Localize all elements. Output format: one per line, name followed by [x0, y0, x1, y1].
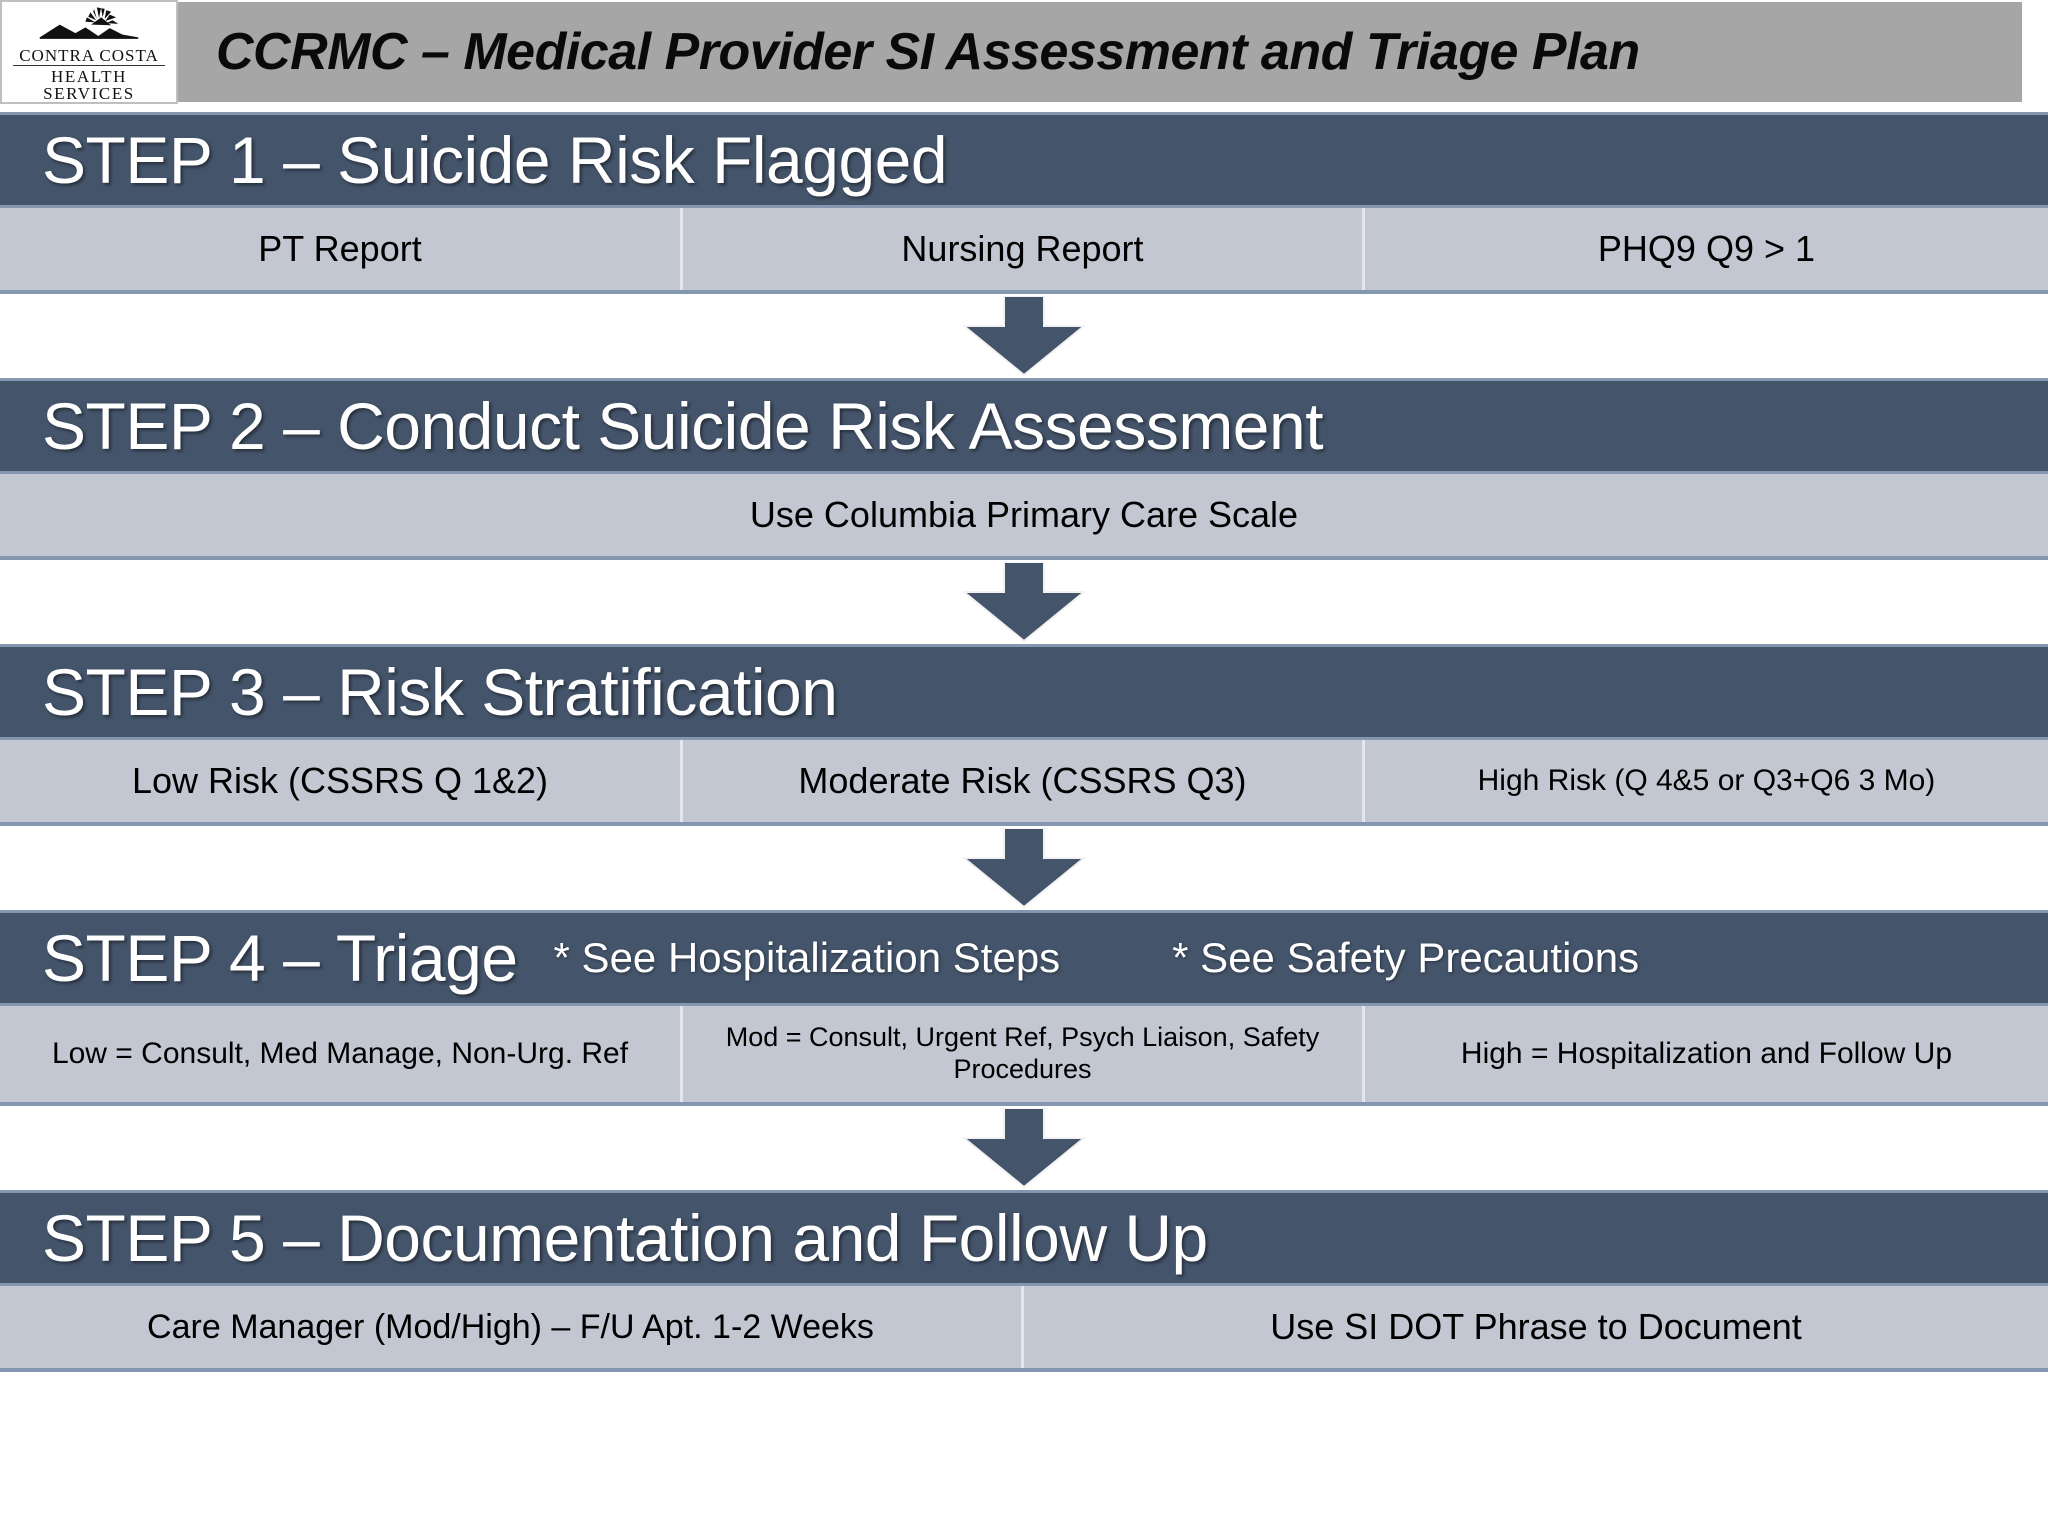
step-block-3: STEP 3 – Risk Stratification Low Risk (C…: [0, 644, 2048, 826]
down-arrow-icon: [963, 562, 1085, 642]
step-detail-row-4: Low = Consult, Med Manage, Non-Urg. Ref …: [0, 1006, 2048, 1106]
step-header-3: STEP 3 – Risk Stratification: [0, 644, 2048, 740]
step3-cell-high-risk[interactable]: High Risk (Q 4&5 or Q3+Q6 3 Mo): [1477, 764, 1936, 798]
down-arrow-icon: [963, 1108, 1085, 1188]
step5-cell-care-manager[interactable]: Care Manager (Mod/High) – F/U Apt. 1-2 W…: [0, 1286, 1024, 1368]
step3-cell-moderate-risk[interactable]: Moderate Risk (CSSRS Q3): [683, 740, 1365, 822]
step-header-2: STEP 2 – Conduct Suicide Risk Assessment: [0, 378, 2048, 474]
step-title-3: STEP 3 – Risk Stratification: [42, 655, 838, 729]
page-header: CONTRA COSTA HEALTH SERVICES CCRMC – Med…: [0, 0, 2048, 112]
step-header-4: STEP 4 – Triage * See Hospitalization St…: [0, 910, 2048, 1006]
step-detail-row-1: PT Report Nursing Report PHQ9 Q9 > 1: [0, 208, 2048, 294]
step3-cell-low-risk[interactable]: Low Risk (CSSRS Q 1&2): [0, 740, 683, 822]
step1-cell-pt-report[interactable]: PT Report: [0, 208, 683, 290]
connector-4-to-5: [0, 1106, 2048, 1190]
step4-note-safety-precautions[interactable]: * See Safety Precautions: [1172, 934, 1640, 981]
title-bar: CCRMC – Medical Provider SI Assessment a…: [178, 2, 2022, 102]
step1-cell-phq9[interactable]: PHQ9 Q9 > 1: [1597, 227, 1816, 269]
sun-over-mountains-icon: [39, 7, 139, 39]
step-block-1: STEP 1 – Suicide Risk Flagged PT Report …: [0, 112, 2048, 294]
down-arrow-icon: [963, 296, 1085, 376]
step-title-5: STEP 5 – Documentation and Follow Up: [42, 1201, 1208, 1275]
connector-3-to-4: [0, 826, 2048, 910]
step1-cell-nursing-report[interactable]: Nursing Report: [683, 208, 1365, 290]
logo-line-2: HEALTH SERVICES: [43, 67, 135, 103]
step-header-5: STEP 5 – Documentation and Follow Up: [0, 1190, 2048, 1286]
step-title-1: STEP 1 – Suicide Risk Flagged: [42, 123, 948, 197]
step-block-2: STEP 2 – Conduct Suicide Risk Assessment…: [0, 378, 2048, 560]
connector-1-to-2: [0, 294, 2048, 378]
step5-cell-si-dot-phrase[interactable]: Use SI DOT Phrase to Document: [1270, 1305, 1802, 1347]
step-title-2: STEP 2 – Conduct Suicide Risk Assessment: [42, 389, 1324, 463]
step-detail-row-5: Care Manager (Mod/High) – F/U Apt. 1-2 W…: [0, 1286, 2048, 1372]
triage-flow: STEP 1 – Suicide Risk Flagged PT Report …: [0, 112, 2048, 1372]
connector-2-to-3: [0, 560, 2048, 644]
step-header-1: STEP 1 – Suicide Risk Flagged: [0, 112, 2048, 208]
step-detail-row-3: Low Risk (CSSRS Q 1&2) Moderate Risk (CS…: [0, 740, 2048, 826]
step-title-4: STEP 4 – Triage: [42, 921, 518, 995]
step-block-4: STEP 4 – Triage * See Hospitalization St…: [0, 910, 2048, 1106]
logo-line-1: CONTRA COSTA: [13, 47, 165, 66]
step4-cell-mod-triage[interactable]: Mod = Consult, Urgent Ref, Psych Liaison…: [683, 1006, 1365, 1102]
step4-note-hospitalization[interactable]: * See Hospitalization Steps: [553, 934, 1061, 981]
step-block-5: STEP 5 – Documentation and Follow Up Car…: [0, 1190, 2048, 1372]
step4-cell-high-triage[interactable]: High = Hospitalization and Follow Up: [1460, 1037, 1953, 1071]
step4-cell-low-triage[interactable]: Low = Consult, Med Manage, Non-Urg. Ref: [0, 1006, 683, 1102]
step2-cell-columbia-scale[interactable]: Use Columbia Primary Care Scale: [749, 493, 1299, 535]
organization-logo: CONTRA COSTA HEALTH SERVICES: [0, 0, 178, 104]
step-detail-row-2: Use Columbia Primary Care Scale: [0, 474, 2048, 560]
down-arrow-icon: [963, 828, 1085, 908]
page-title: CCRMC – Medical Provider SI Assessment a…: [216, 23, 1640, 81]
